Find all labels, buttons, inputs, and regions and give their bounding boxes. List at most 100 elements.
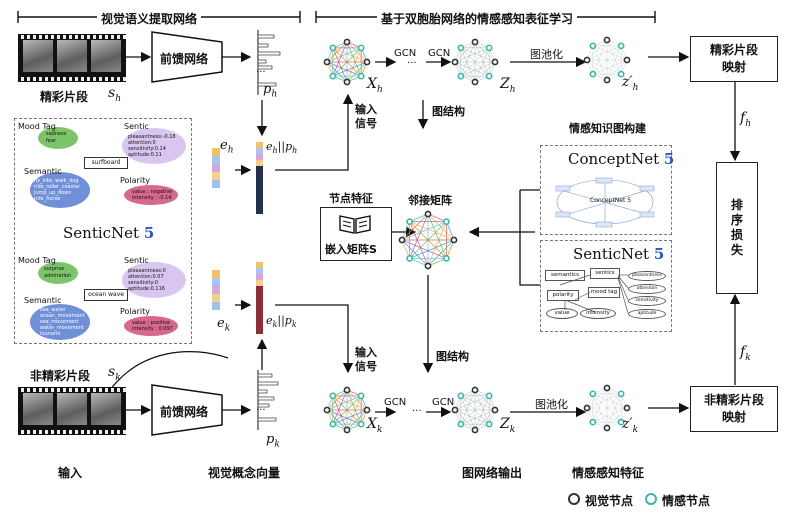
mapping-box-bottom: 非精彩片段 映射: [690, 386, 778, 432]
emotion-node: [485, 44, 493, 52]
f-label-bottom: fk: [740, 344, 751, 363]
visual-node: [343, 386, 351, 394]
concat-vector-bottom: [256, 262, 263, 334]
graph-zp-top-edge: [592, 45, 628, 61]
emotion-node: [357, 44, 365, 52]
feedforward-shape-top: [151, 31, 223, 83]
feedforward-shape-bottom: [151, 384, 223, 436]
graph-x-bottom: [323, 386, 371, 434]
graph-z-bottom-edge: [460, 395, 496, 411]
polarity-label-bottom: Polarity: [120, 307, 150, 316]
graph-z-top-edge: [454, 61, 476, 83]
arrow-senticnet-curve: [109, 351, 229, 391]
visual-node: [451, 58, 459, 66]
rank-loss-box: 排序损失: [716, 162, 758, 294]
semantic-values-top: fly_kite, walk_dog ride_roller_coaster j…: [34, 178, 81, 202]
visual-node: [398, 236, 406, 244]
emotion-node: [357, 392, 365, 400]
mood-tag-label-top: Mood Tag: [18, 122, 56, 131]
visual-node: [363, 58, 371, 66]
emotion-node: [357, 420, 365, 428]
visual-node: [343, 78, 351, 86]
mapping-label-top: 精彩片段 映射: [709, 43, 758, 74]
visual-node: [424, 262, 432, 270]
sentic-ellipse-top: [122, 128, 186, 164]
sn-node-mood-tag: mood tag: [588, 287, 620, 298]
knowledge-title: 情感知识图构建: [566, 120, 649, 136]
graph-struct-bottom: 图结构: [436, 350, 469, 363]
p-label-top: ph: [263, 82, 278, 100]
legend-emotion-node-label: 情感节点: [662, 494, 711, 508]
footer-input: 输入: [58, 466, 83, 480]
graph-z-bottom: [451, 386, 499, 434]
arrow-concat-to-gcn-top: [275, 93, 354, 171]
adjacency-graph-edge: [409, 221, 429, 267]
graph-zp-top-edge: [586, 59, 608, 81]
polarity-values-bottom: value : positive intensity : 0.097: [132, 320, 173, 332]
visual-node: [471, 426, 479, 434]
adjacency-graph-edge: [409, 221, 455, 241]
sn-node-polarity: polarity: [547, 290, 579, 301]
graph-zp-bottom: [583, 384, 631, 432]
visual-node: [471, 386, 479, 394]
adjacency-graph-edge: [409, 221, 447, 259]
emotion-node: [485, 72, 493, 80]
emotion-node: [442, 218, 450, 226]
highlight-clip-label: 精彩片段: [40, 90, 89, 104]
e-label-top: eh: [220, 138, 234, 156]
concat-label-top: eh||ph: [266, 140, 298, 156]
graph-x-bottom-edge: [332, 395, 362, 425]
p-vector-bottom: [257, 370, 279, 430]
p-vector-top: [257, 30, 281, 95]
gcn2-label-top: GCN: [428, 48, 451, 59]
graph-z-bottom-edge: [460, 395, 490, 425]
concat-label-bottom: ek||pk: [266, 314, 297, 330]
z-label-bottom: Zk: [500, 416, 516, 435]
header-siamese: 基于双胞胎网络的情感感知表征学习: [377, 10, 578, 27]
visual-node: [323, 58, 331, 66]
non-highlight-clip-label: 非精彩片段: [30, 369, 91, 383]
emotion-node: [329, 420, 337, 428]
rank-loss-label: 排序损失: [730, 198, 743, 257]
footer-visual-vector: 视觉概念向量: [208, 466, 281, 480]
sn-node-pleasantness: pleasantness: [628, 271, 666, 281]
emotion-node: [589, 70, 597, 78]
highlight-clip-var: sh: [108, 85, 121, 104]
emotion-node: [329, 392, 337, 400]
graph-z-top-edge: [460, 47, 496, 63]
book-icon: [339, 214, 371, 234]
graph-x-bottom-edge: [326, 409, 348, 431]
emotion-node: [589, 390, 597, 398]
visual-node: [491, 406, 499, 414]
senticnet-kb-title: SenticNet 5: [573, 245, 665, 263]
visual-node: [583, 56, 591, 64]
pool-label-top: 图池化: [530, 48, 563, 61]
graph-x-top-edge: [332, 47, 368, 63]
emotion-node: [617, 418, 625, 426]
concat-vector-top: [256, 142, 263, 214]
visual-node: [471, 38, 479, 46]
gcn2-label-bottom: GCN: [432, 397, 455, 408]
mood-tag-values-top: sadness fear: [46, 131, 67, 144]
graph-layer: [323, 36, 631, 434]
visual-node: [471, 78, 479, 86]
visual-node: [450, 236, 458, 244]
conceptnet-box: [540, 145, 672, 235]
mapping-box-top: 精彩片段 映射: [690, 36, 778, 82]
emotion-node: [329, 44, 337, 52]
emotion-node: [357, 72, 365, 80]
sentic-ellipse-bottom: [122, 262, 186, 298]
emotion-node: [457, 420, 465, 428]
graph-x-bottom-edge: [332, 395, 348, 431]
senticnet-title-left: SenticNet 5: [63, 224, 155, 242]
non-highlight-clip-film: [18, 387, 126, 435]
emotion-node: [406, 254, 414, 262]
footer-graph-output: 图网络输出: [462, 466, 523, 480]
semantic-ellipse-bottom: [30, 304, 90, 340]
graph-zp-bottom-edge: [592, 393, 622, 423]
graph-z-top: [451, 38, 499, 86]
semantic-label-top: Semantic: [24, 167, 62, 176]
graph-x-top: [323, 38, 371, 86]
graph-zp-bottom-edge: [592, 393, 608, 429]
non-highlight-clip-var: sk: [108, 364, 121, 383]
